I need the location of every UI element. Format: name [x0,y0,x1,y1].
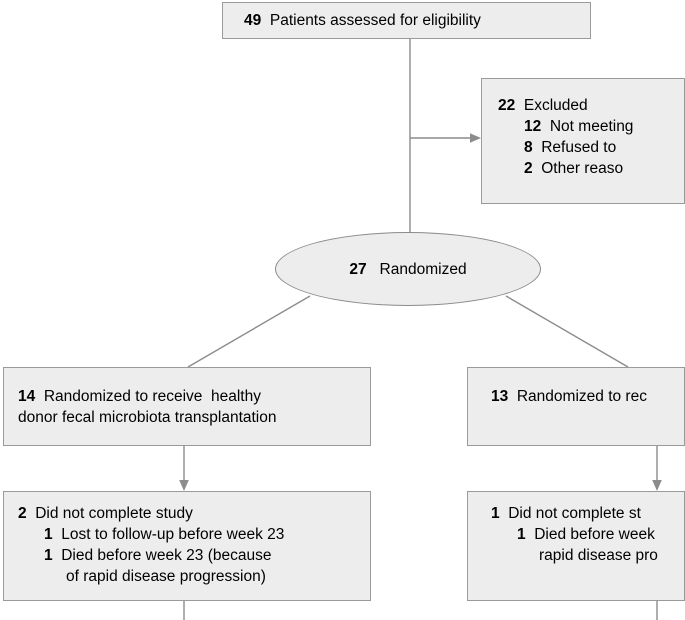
excluded-reason-count: 8 [524,139,533,156]
followup-fmt-total-line: 2 Did not complete study [18,503,370,524]
excluded-box: 22 Excluded 12 Not meeting 8 Refused to … [481,78,685,204]
followup-fmt-detail-count: 1 [44,526,53,543]
followup-control-detail-count: 1 [517,526,526,543]
followup-control-detail-continuation: rapid disease pro [491,545,684,566]
allocation-fmt-box: 14 Randomized to receive healthy donor f… [3,367,371,446]
followup-fmt-detail-line: 1 Died before week 23 (because [18,545,370,566]
randomized-ellipse: 27 Randomized [275,232,541,306]
followup-fmt-detail-label: Died before week 23 (because [52,547,272,564]
patients-assessed-box: 49 Patients assessed for eligibility [222,2,591,39]
excluded-total-count: 22 [498,97,516,114]
excluded-reason-line: 12 Not meeting [498,116,684,137]
followup-control-detail-continuation-label: rapid disease pro [539,547,658,564]
randomized-count: 27 [349,260,367,278]
followup-fmt-detail-continuation-label: of rapid disease progression) [66,568,266,585]
allocation-fmt-label-2: donor fecal microbiota transplantation [18,409,277,426]
followup-control-total-label: Did not complete st [499,505,641,522]
allocation-fmt-line: 14 Randomized to receive healthy [18,386,370,407]
excluded-reason-label: Other reaso [532,160,624,177]
excluded-reason-label: Not meeting [541,118,634,135]
followup-fmt-total-label: Did not complete study [26,505,193,522]
followup-fmt-detail-line: 1 Lost to follow-up before week 23 [18,524,370,545]
excluded-total-label: Excluded [515,97,588,114]
patients-assessed-label: Patients assessed for eligibility [261,12,481,29]
excluded-reason-count: 12 [524,118,542,135]
followup-control-detail-line: 1 Died before week [491,524,684,545]
followup-fmt-detail-label: Lost to follow-up before week 23 [52,526,285,543]
allocation-control-box: 13 Randomized to rec [467,367,685,446]
allocation-control-line: 13 Randomized to rec [491,386,684,407]
excluded-reason-line: 2 Other reaso [498,158,684,179]
allocation-control-count: 13 [491,388,509,405]
allocation-control-label: Randomized to rec [508,388,647,405]
randomized-line: 27 Randomized [349,259,466,280]
followup-control-total-count: 1 [491,505,500,522]
followup-fmt-detail-continuation: of rapid disease progression) [18,566,370,587]
excluded-reason-line: 8 Refused to [498,137,684,158]
excluded-total-line: 22 Excluded [498,95,684,116]
allocation-fmt-label: Randomized to receive healthy [35,388,261,405]
allocation-fmt-count: 14 [18,388,36,405]
allocation-fmt-line-2: donor fecal microbiota transplantation [18,407,370,428]
randomized-label: Randomized [366,260,467,278]
followup-fmt-total-count: 2 [18,505,27,522]
excluded-reason-count: 2 [524,160,533,177]
followup-control-box: 1 Did not complete st 1 Died before week… [467,491,685,601]
patients-assessed-line: 49 Patients assessed for eligibility [223,10,481,31]
followup-fmt-detail-count: 1 [44,547,53,564]
followup-control-total-line: 1 Did not complete st [491,503,684,524]
followup-control-detail-label: Died before week [525,526,655,543]
followup-fmt-box: 2 Did not complete study 1 Lost to follo… [3,491,371,601]
excluded-reason-label: Refused to [532,139,617,156]
patients-assessed-count: 49 [244,12,262,29]
